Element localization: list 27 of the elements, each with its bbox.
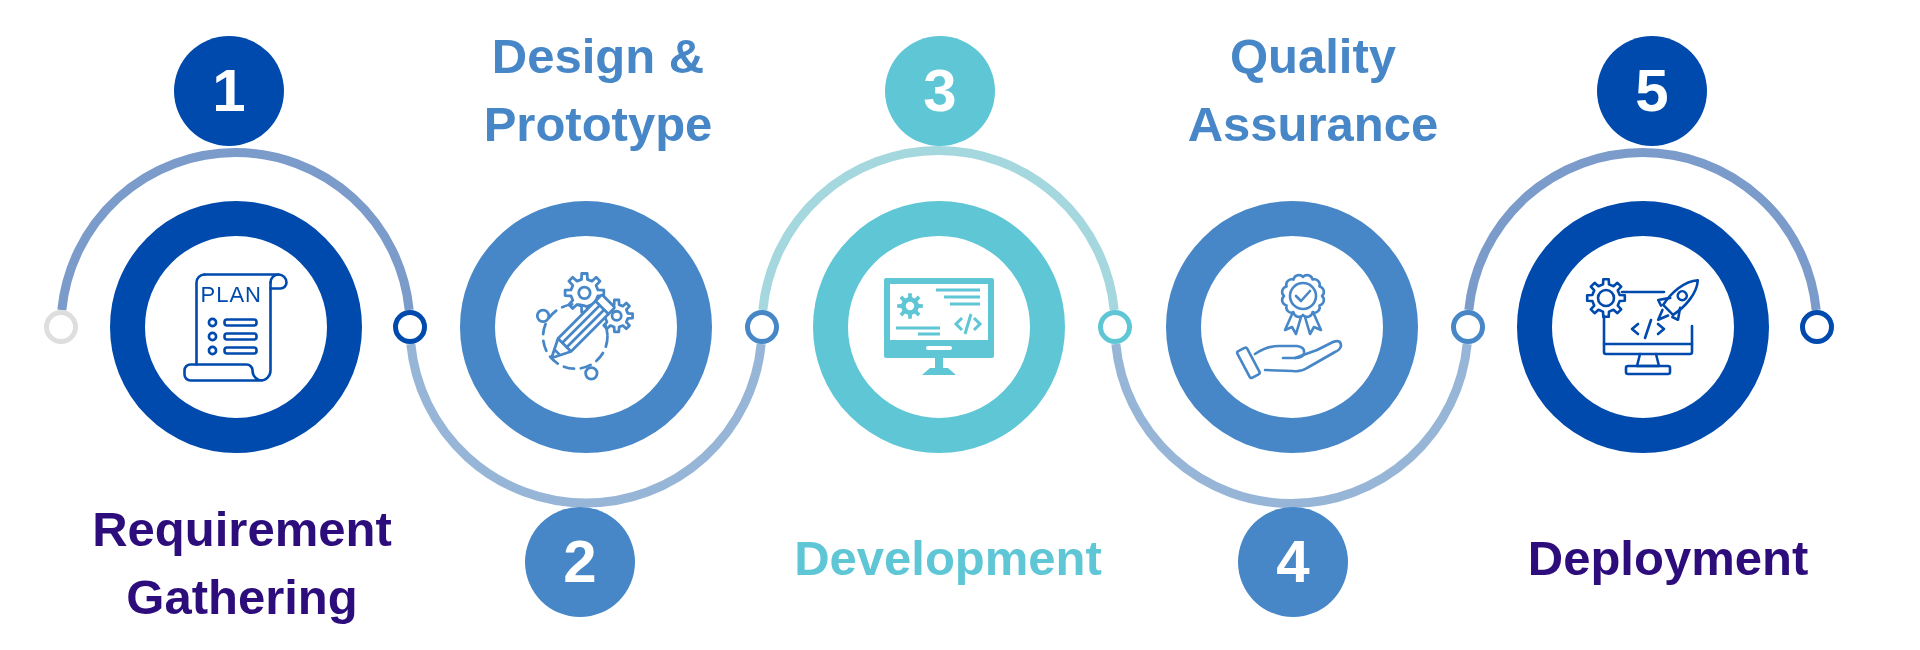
step-number-badge: 3 bbox=[885, 36, 995, 146]
connector-arc bbox=[57, 148, 414, 311]
step-title: Requirement Gathering bbox=[91, 501, 393, 626]
step-title: Development bbox=[793, 530, 1103, 587]
connector-dot bbox=[1451, 310, 1485, 344]
step-number-badge: 5 bbox=[1597, 36, 1707, 146]
step-number-badge: 1 bbox=[174, 36, 284, 146]
connector-arc bbox=[758, 146, 1119, 311]
step-title: Quality Assurance bbox=[1186, 28, 1440, 153]
scroll-heading-text: PLAN bbox=[200, 284, 262, 306]
step-ring bbox=[812, 201, 1065, 453]
step-ring bbox=[1516, 201, 1769, 453]
connector-dot bbox=[393, 310, 427, 344]
step-ring bbox=[1165, 201, 1418, 453]
step-title: Deployment bbox=[1526, 530, 1810, 587]
step-ring bbox=[109, 201, 362, 453]
connector-dot bbox=[44, 310, 78, 344]
connector-dot bbox=[745, 310, 779, 344]
step-number-badge: 4 bbox=[1238, 507, 1348, 617]
connector-arc bbox=[406, 343, 766, 508]
connector-dot bbox=[1800, 310, 1834, 344]
connector-arc bbox=[1111, 343, 1472, 508]
step-title: Design & Prototype bbox=[482, 28, 714, 153]
connector-arc bbox=[1464, 148, 1821, 311]
step-number-badge: 2 bbox=[525, 507, 635, 617]
step-ring bbox=[460, 201, 712, 453]
connector-dot bbox=[1098, 310, 1132, 344]
